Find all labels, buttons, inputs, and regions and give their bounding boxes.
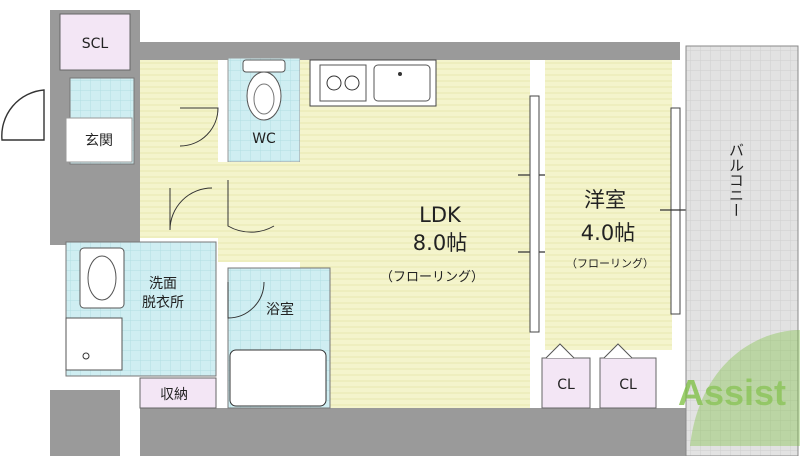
ldk-name: LDK <box>419 203 462 227</box>
entrance-door <box>1 89 45 141</box>
stove-icon <box>319 64 367 102</box>
wc-label: WC <box>252 131 276 147</box>
watermark-text: Assist <box>678 372 786 413</box>
western-floor: （フローリング） <box>566 256 654 270</box>
washing-machine-icon <box>65 317 123 371</box>
door-wc <box>179 107 219 147</box>
western-name: 洋室 <box>584 188 626 212</box>
balcony-label: バルコニー <box>727 143 745 218</box>
closet-2 <box>599 357 657 409</box>
storage-label: 収納 <box>160 387 188 403</box>
scl-closet <box>59 13 131 71</box>
ldk-size: 8.0帖 <box>413 231 467 255</box>
assist-watermark: Assist <box>678 330 800 446</box>
wall-top <box>110 42 680 60</box>
wall-bottom <box>120 408 690 456</box>
door-hall <box>227 180 275 233</box>
door-washroom <box>169 187 213 231</box>
ldk-floor: （フローリング） <box>380 270 484 285</box>
sink-icon <box>373 64 431 102</box>
western-room <box>545 60 672 350</box>
closet-2-label: CL <box>619 377 637 393</box>
sliding-door-balcony <box>670 107 681 315</box>
washroom-label-1: 洗面 <box>149 276 177 292</box>
storage <box>139 377 217 409</box>
balcony <box>685 45 799 456</box>
sliding-door-ldk <box>529 95 540 333</box>
door-bath <box>227 281 265 319</box>
bathtub-icon <box>229 349 327 407</box>
hallway <box>140 60 218 238</box>
scl-label: SCL <box>82 36 109 52</box>
entrance-label: 玄関 <box>85 132 113 149</box>
western-size: 4.0帖 <box>581 221 635 245</box>
bath-label: 浴室 <box>266 301 294 318</box>
ldk-room <box>300 60 530 408</box>
washroom-label-2: 脱衣所 <box>142 295 184 311</box>
closet-1-label: CL <box>557 377 575 393</box>
